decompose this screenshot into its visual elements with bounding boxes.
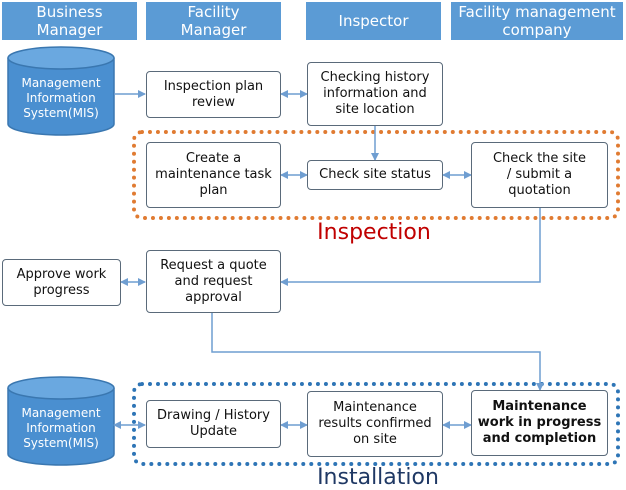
database-label: Management Information System(MIS) [21, 76, 101, 120]
step-create-maintenance-task-plan: Create a maintenance task plan [146, 142, 281, 208]
database-icon [7, 376, 115, 466]
step-approve-work-progress: Approve work progress [2, 259, 121, 306]
lane-header-inspector: Inspector [306, 2, 441, 40]
step-maintenance-results-confirmed: Maintenance results confirmed on site [307, 391, 443, 457]
step-maintenance-work-progress: Maintenance work in progress and complet… [471, 390, 608, 456]
step-checking-history: Checking history information and site lo… [307, 62, 443, 126]
database-mis-top: Management Information System(MIS) [6, 46, 116, 136]
lane-header-business-manager: Business Manager [2, 2, 137, 40]
step-inspection-plan-review: Inspection plan review [146, 71, 281, 118]
arrow-request-to-work [211, 313, 544, 391]
step-drawing-history-update: Drawing / History Update [146, 400, 281, 448]
arrow-check-site-to-request [280, 208, 541, 286]
database-mis-bottom: Management Information System(MIS) [6, 376, 116, 466]
step-check-site-status: Check site status [307, 160, 443, 190]
inspection-group-label: Inspection [317, 220, 431, 245]
inspection-group-outline [132, 130, 620, 220]
step-request-quote-approval: Request a quote and request approval [146, 250, 281, 313]
lane-header-facility-manager: Facility Manager [146, 2, 281, 40]
step-check-site-submit-quotation: Check the site / submit a quotation [471, 142, 608, 208]
database-icon [7, 46, 115, 136]
installation-group-label: Installation [317, 465, 439, 490]
database-label: Management Information System(MIS) [21, 406, 101, 450]
lane-header-facility-management-company: Facility management company [451, 2, 623, 40]
